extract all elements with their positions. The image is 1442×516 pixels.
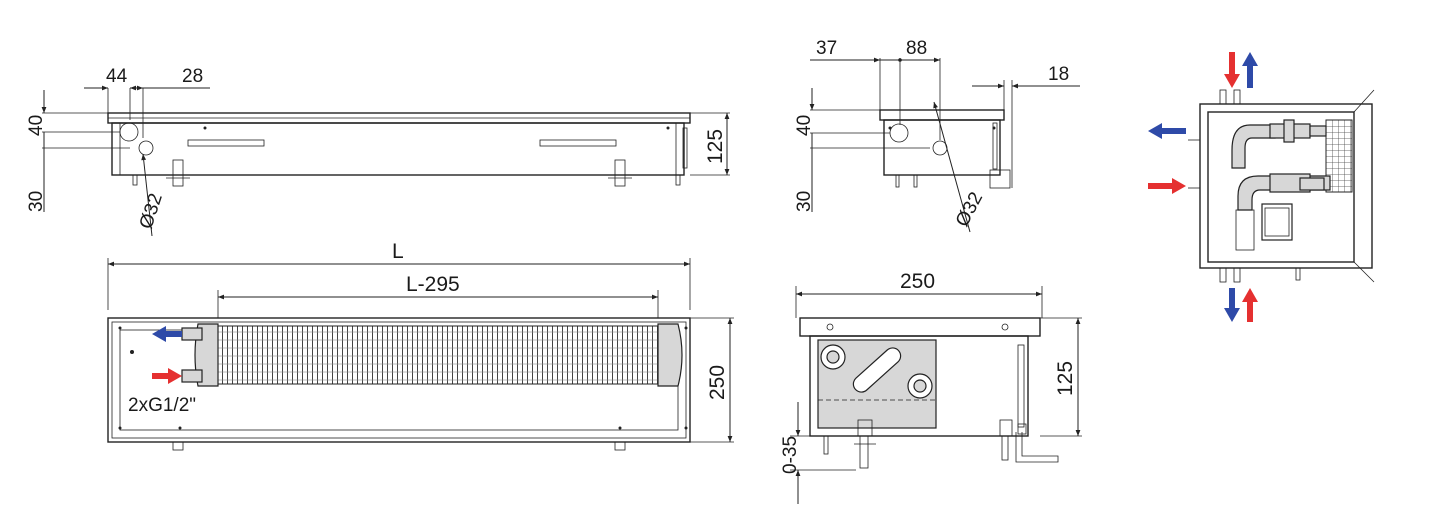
- arrow-up-icon: [1242, 288, 1258, 322]
- dim-40: 40: [26, 115, 47, 136]
- connection-detail-arrows: [1148, 52, 1258, 322]
- dim-adjust: 0-35: [780, 436, 801, 474]
- side-view-short: [879, 109, 1011, 189]
- side-view-long: [107, 112, 691, 187]
- dim-width: 250: [706, 365, 729, 400]
- plan-view: 2xG1/2": [107, 317, 691, 451]
- dim-length: L: [392, 240, 404, 263]
- dim-18: 18: [1048, 64, 1069, 85]
- dim-coil-length: L-295: [406, 273, 460, 296]
- arrow-left-icon: [1148, 123, 1186, 139]
- dim-125: 125: [704, 129, 727, 164]
- dim-30: 30: [26, 191, 47, 212]
- arrow-down-icon: [1224, 52, 1240, 88]
- arrow-left-icon: [152, 326, 182, 342]
- connection-label: 2xG1/2": [128, 395, 196, 416]
- dim-diameter: Ø32: [136, 191, 167, 232]
- side-view-long-dimensions: 44 28 40 30 125 Ø32: [26, 66, 730, 237]
- arrow-up-icon: [1242, 52, 1258, 88]
- side-view-short-dimensions: 37 88 18 40 30 Ø32: [794, 38, 1080, 233]
- cross-section: [799, 317, 1059, 469]
- dim-44: 44: [106, 66, 128, 87]
- dim-28: 28: [182, 66, 203, 87]
- plan-view-dimensions: L L-295 250: [107, 240, 734, 443]
- arrow-right-icon: [1148, 178, 1186, 194]
- dim-30-b: 30: [794, 191, 815, 212]
- dim-40-b: 40: [794, 115, 815, 136]
- dim-37: 37: [816, 38, 837, 59]
- cross-section-dimensions: 250 125 0-35: [780, 270, 1082, 504]
- dim-diameter-b: Ø32: [952, 189, 987, 231]
- dim-section-width: 250: [900, 270, 935, 293]
- connection-detail: [1188, 89, 1375, 283]
- arrow-right-icon: [152, 368, 182, 384]
- dim-section-height: 125: [1054, 361, 1077, 396]
- dim-88: 88: [906, 38, 927, 59]
- arrow-down-icon: [1224, 288, 1240, 322]
